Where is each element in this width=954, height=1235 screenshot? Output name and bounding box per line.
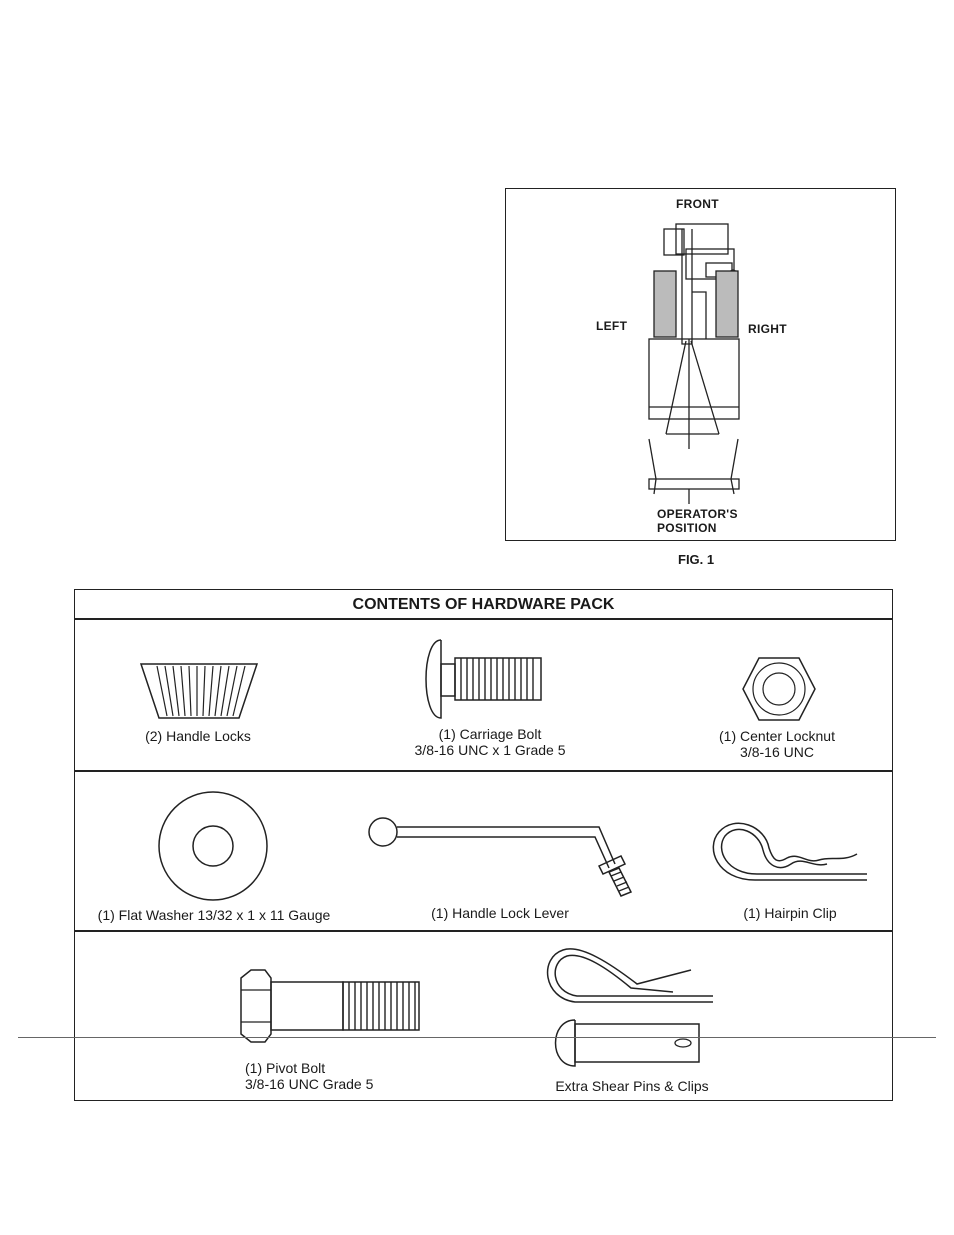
page-crease-line [18,1037,936,1038]
item-label-pivot-bolt: (1) Pivot Bolt 3/8-16 UNC Grade 5 [245,1060,435,1092]
hardware-pack-table: CONTENTS OF HARDWARE PACK (2) Handle Loc… [74,589,893,1101]
hairpin-clip-icon [707,818,871,884]
shear-pin-clip-icon [541,944,717,1074]
item-label-handle-locks: (2) Handle Locks [123,728,273,744]
item-label-center-locknut: (1) Center Locknut 3/8-16 UNC [697,728,857,760]
hardware-pack-title: CONTENTS OF HARDWARE PACK [75,590,892,620]
flat-washer-line1: (1) Flat Washer 13/32 x 1 x 11 Gauge [89,907,339,923]
tractor-top-view-icon [506,189,897,542]
locknut-icon [741,656,817,722]
pivot-bolt-line2: 3/8-16 UNC Grade 5 [245,1076,435,1092]
figure-caption: FIG. 1 [678,552,714,567]
hairpin-clip-line1: (1) Hairpin Clip [715,905,865,921]
item-label-flat-washer: (1) Flat Washer 13/32 x 1 x 11 Gauge [89,907,339,923]
handle-lock-lever-line1: (1) Handle Lock Lever [415,905,585,921]
handle-locks-line1: (2) Handle Locks [123,728,273,744]
figure-1-frame: FRONT LEFT RIGHT OPERATOR'S POSITION [505,188,896,541]
pivot-bolt-icon [237,968,423,1044]
carriage-bolt-line2: 3/8-16 UNC x 1 Grade 5 [395,742,585,758]
item-label-carriage-bolt: (1) Carriage Bolt 3/8-16 UNC x 1 Grade 5 [395,726,585,758]
item-label-handle-lock-lever: (1) Handle Lock Lever [415,905,585,921]
handle-lock-lever-icon [367,816,639,898]
carriage-bolt-icon [417,636,545,722]
pivot-bolt-line1: (1) Pivot Bolt [245,1060,435,1076]
flat-washer-icon [157,790,269,902]
shear-pins-clips-line1: Extra Shear Pins & Clips [537,1078,727,1094]
item-label-shear-pins-clips: Extra Shear Pins & Clips [537,1078,727,1094]
center-locknut-line2: 3/8-16 UNC [697,744,857,760]
item-label-hairpin-clip: (1) Hairpin Clip [715,905,865,921]
row-divider [75,930,892,932]
carriage-bolt-line1: (1) Carriage Bolt [395,726,585,742]
handle-lock-icon [139,662,261,720]
center-locknut-line1: (1) Center Locknut [697,728,857,744]
row-divider [75,770,892,772]
